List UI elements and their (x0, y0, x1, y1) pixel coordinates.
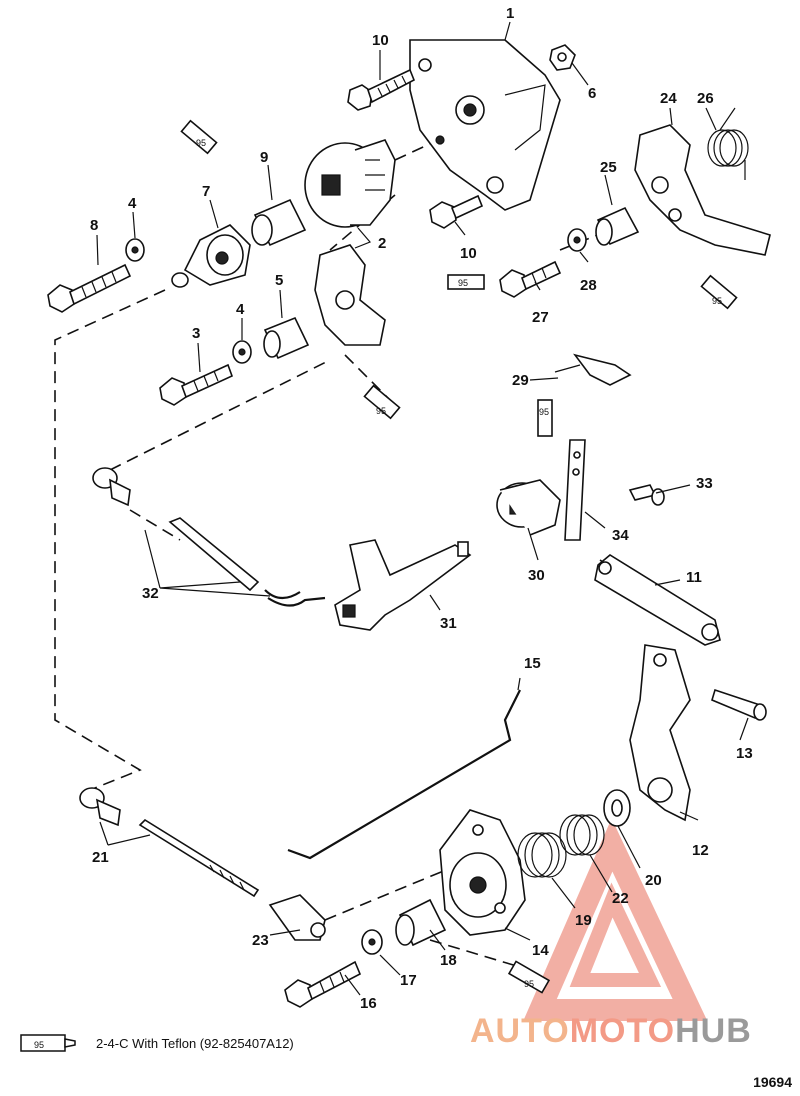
legend-text: 2-4-C With Teflon (92-825407A12) (96, 1035, 294, 1051)
callout-6: 6 (588, 85, 596, 102)
callout-10-lower: 10 (460, 245, 477, 262)
legend: 95 2-4-C With Teflon (92-825407A12) (20, 1032, 294, 1054)
grease-tube-icon: 95 (180, 119, 218, 155)
callout-20: 20 (645, 872, 662, 889)
callout-10-top: 10 (372, 32, 389, 49)
part-1-mounting-plate (409, 39, 561, 211)
part-22-threaded-rod (138, 818, 260, 898)
callout-24: 24 (660, 90, 677, 107)
part-9-sleeve (251, 198, 307, 247)
watermark-part3: HUB (675, 1012, 752, 1050)
callout-31: 31 (440, 615, 457, 632)
callout-4-upper: 4 (128, 195, 137, 212)
part-30-cam-follower (496, 479, 561, 536)
tube-label: 95 (712, 296, 722, 306)
tube-label: 95 (458, 278, 468, 288)
legend-tube-label: 95 (34, 1040, 44, 1050)
part-11-link-rod (594, 554, 721, 646)
part-23-rod-end (268, 894, 326, 941)
part-6-nut (549, 44, 576, 71)
callout-numbers: 1 10 6 24 26 9 25 7 4 8 2 10 28 5 4 27 3… (90, 5, 753, 1012)
callout-7: 7 (202, 183, 210, 200)
watermark-part1: AUTO (470, 1012, 570, 1050)
tube-label: 95 (539, 407, 549, 417)
callout-34: 34 (612, 527, 629, 544)
grease-tube-icon: 95 (700, 274, 738, 310)
part-4-washer-lower (232, 340, 252, 364)
callout-3: 3 (192, 325, 200, 342)
part-12-bracket (629, 644, 691, 822)
callout-1: 1 (506, 5, 514, 22)
tube-label: 95 (376, 406, 386, 416)
part-3-bolt (159, 363, 234, 406)
callout-22: 21 (92, 849, 109, 866)
part-10-bolt-upper (347, 68, 416, 111)
part-34-link (564, 439, 586, 541)
callout-8: 8 (90, 217, 98, 234)
part-18-sleeve (395, 898, 447, 947)
part-28-washer (567, 228, 587, 252)
part-24-throttle-arm (634, 124, 771, 256)
callout-16: 16 (360, 995, 377, 1012)
part-4-washer-upper (125, 238, 145, 262)
tube-label: 95 (196, 138, 206, 148)
part-32-rods (168, 517, 326, 607)
callout-17: 17 (400, 972, 417, 989)
part-10-bolt-lower (429, 194, 484, 229)
part-17-washer (361, 929, 383, 955)
part-13-screw (711, 688, 767, 721)
callout-2: 2 (378, 235, 386, 252)
watermark-part2: MOTO (569, 1012, 676, 1050)
part-26-spring (707, 107, 749, 180)
callout-14: 14 (532, 942, 549, 959)
leader-lines (96, 21, 749, 996)
part-33-screw (628, 484, 665, 506)
callout-32: 32 (142, 585, 159, 602)
part-14-cam-plate (439, 809, 526, 936)
callout-25: 25 (600, 159, 617, 176)
part-21-spring (559, 814, 605, 856)
callout-29: 29 (512, 372, 529, 389)
callout-23: 23 (252, 932, 269, 949)
part-15-wire-link (287, 689, 521, 860)
grease-tube-icon: 95 (447, 274, 485, 290)
callout-21: 22 (612, 890, 629, 907)
callout-4-lower: 4 (236, 301, 245, 318)
part-19-spring (517, 832, 567, 878)
callout-28: 28 (580, 277, 597, 294)
part-31-control-lever (334, 539, 472, 631)
part-5-throttle-lever (263, 244, 386, 360)
callout-5: 5 (275, 272, 283, 289)
grease-tube-icon: 95 (537, 399, 553, 437)
part-8-bolt (47, 263, 132, 313)
tube-label: 95 (524, 979, 534, 989)
grease-tube-icon: 95 (20, 1034, 76, 1052)
part-2-cam (304, 139, 396, 228)
callout-11: 11 (686, 569, 702, 586)
part-25-sleeve (595, 206, 640, 246)
part-22-rod-end (79, 787, 121, 827)
grease-tube-icon: 95 (507, 960, 551, 994)
figure-number: 19694 (753, 1074, 792, 1090)
callout-26: 26 (697, 90, 714, 107)
callout-27: 27 (532, 309, 549, 326)
callout-18: 18 (440, 952, 457, 969)
callout-30: 30 (528, 567, 545, 584)
part-16-bolt (284, 960, 362, 1008)
callout-9: 9 (260, 149, 268, 166)
part-27-bolt (499, 260, 562, 298)
callout-13: 13 (736, 745, 753, 762)
grease-tube-icon: 95 (363, 384, 401, 420)
part-29-clip (554, 353, 632, 386)
callout-12: 12 (692, 842, 709, 859)
callout-19: 19 (575, 912, 592, 929)
callout-15: 15 (524, 655, 541, 672)
part-20-washer (603, 789, 631, 827)
rod-end-upper (92, 467, 131, 507)
watermark-triangle (523, 818, 708, 1021)
callout-33: 33 (696, 475, 713, 492)
watermark-logo: AUTOMOTOHUB (470, 1012, 752, 1051)
part-7-pivot-bracket (171, 224, 251, 288)
